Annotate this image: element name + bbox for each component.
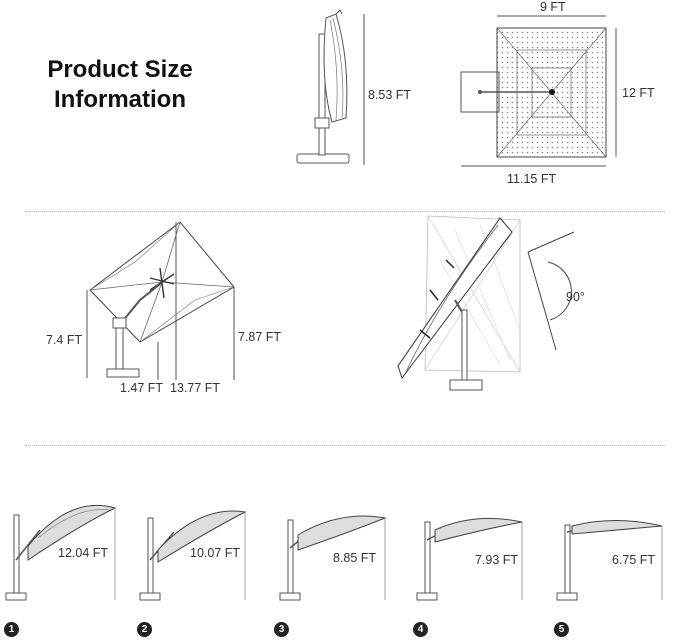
canopy-width-label: 9 FT xyxy=(540,0,566,14)
rotation-label: 90° xyxy=(566,290,585,304)
tilt-height-label-4: 7.93 FT xyxy=(475,553,519,567)
tilt-height-label-2: 10.07 FT xyxy=(190,546,241,560)
title-line-1: Product Size xyxy=(47,56,193,83)
step-badge-3: 3 xyxy=(274,622,289,637)
step-badge-1: 1 xyxy=(4,622,19,637)
right-height-label: 7.87 FT xyxy=(238,330,282,344)
section-divider-2 xyxy=(25,445,665,446)
title-line-2: Information xyxy=(54,86,186,113)
page-title: Product Size Information xyxy=(20,55,220,115)
base-offset-label: 1.47 FT xyxy=(120,381,164,395)
step-badge-5: 5 xyxy=(554,622,569,637)
tilt-height-label-1: 12.04 FT xyxy=(58,546,109,560)
section-divider-1 xyxy=(25,211,665,212)
left-height-label: 7.4 FT xyxy=(46,333,83,347)
step-badge-4: 4 xyxy=(413,622,428,637)
span-label: 13.77 FT xyxy=(170,381,221,395)
step-badge-2: 2 xyxy=(137,622,152,637)
folded-height-label: 8.53 FT xyxy=(368,88,412,102)
tilt-height-label-5: 6.75 FT xyxy=(612,553,656,567)
canopy-depth-label: 12 FT xyxy=(622,86,655,100)
tilt-height-label-3: 8.85 FT xyxy=(333,551,377,565)
total-length-label: 11.15 FT xyxy=(507,172,557,186)
